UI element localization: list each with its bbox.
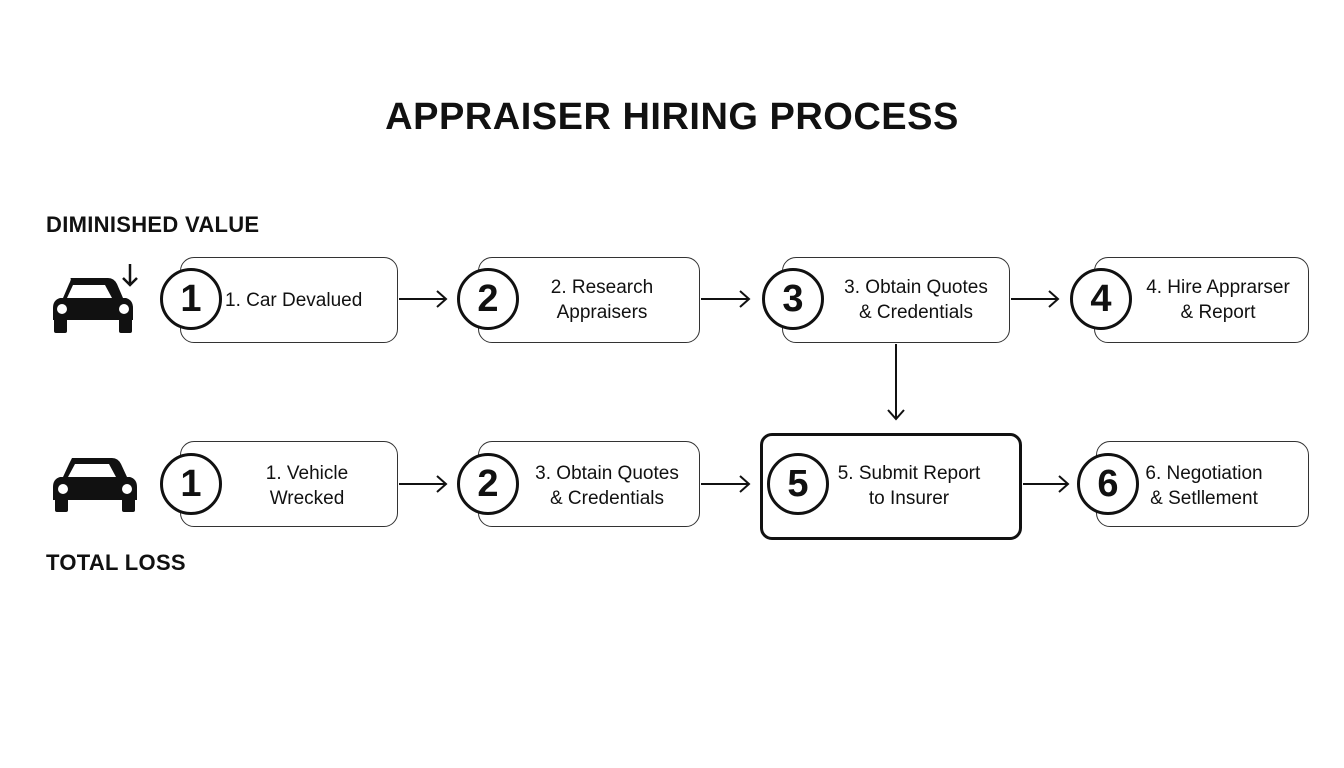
row-label-diminished-value: DIMINISHED VALUE <box>46 212 260 237</box>
step-text: 2. Research Appraisers <box>550 277 654 323</box>
step-number-circle: 4 <box>1070 268 1132 330</box>
arrow-right <box>399 290 448 308</box>
arrow-right <box>1011 290 1060 308</box>
step-box-research-appraisers <box>478 257 700 343</box>
step-text: 3. Obtain Quotes & Credentials <box>844 277 988 323</box>
arrow-right <box>399 475 448 493</box>
step-number-circle: 1 <box>160 453 222 515</box>
step-text: 4. Hire Apprarser & Report <box>1146 277 1290 323</box>
step-text: 5. Submit Report to Insurer <box>837 463 981 509</box>
step-number-circle: 5 <box>767 453 829 515</box>
step-number-circle: 3 <box>762 268 824 330</box>
arrow-right <box>1023 475 1070 493</box>
diagram-title: APPRAISER HIRING PROCESS <box>385 96 959 138</box>
car-devalued-icon <box>53 264 138 333</box>
arrow-down <box>887 344 905 421</box>
step-text: 1. Vehicle Wrecked <box>265 463 349 509</box>
step-box-vehicle-wrecked <box>180 441 398 527</box>
step-text: 3. Obtain Quotes & Credentials <box>535 463 679 509</box>
step-number-circle: 1 <box>160 268 222 330</box>
arrow-right <box>701 290 751 308</box>
step-number-circle: 2 <box>457 268 519 330</box>
step-number-circle: 6 <box>1077 453 1139 515</box>
step-text: 1. Car Devalued <box>225 290 363 311</box>
car-icon <box>53 458 137 512</box>
step-number-circle: 2 <box>457 453 519 515</box>
arrow-right <box>701 475 751 493</box>
row-label-total-loss: TOTAL LOSS <box>46 550 186 575</box>
step-text: 6. Negotiation & Setllement <box>1145 463 1263 509</box>
